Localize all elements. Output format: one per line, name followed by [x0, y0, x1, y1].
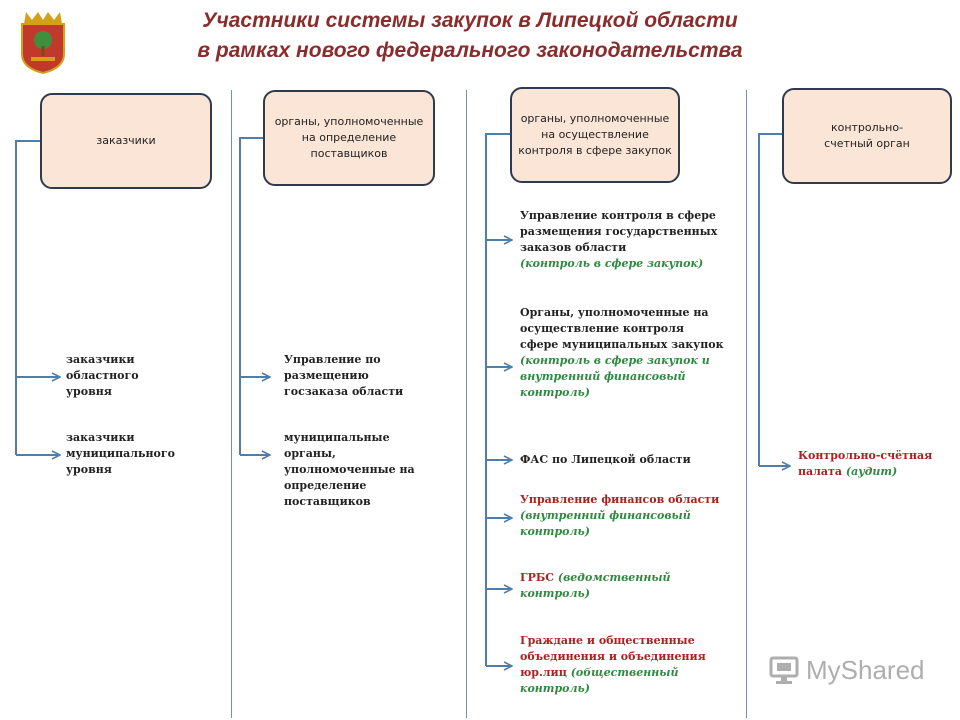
list-item-municipal-customers: заказчики муниципального уровня [66, 431, 175, 476]
list-item-municipal-authorized: муниципальные органы, уполномоченные на … [284, 431, 415, 508]
header-audit-body-label: контрольно-счетный орган [824, 121, 910, 150]
list-item-audit-chamber: Контрольно-счётная палата (аудит) [798, 449, 933, 478]
list-item-regional-customers: заказчики областного уровня [66, 353, 139, 398]
header-customers: заказчики [40, 93, 212, 189]
note-audit: (аудит) [845, 465, 898, 478]
column-divider-3 [746, 90, 747, 718]
watermark-text: MyShared [806, 654, 925, 685]
connector-col4-trunk [758, 133, 782, 466]
note-control-and-internal: (контроль в сфере закупок и внутренний ф… [520, 354, 710, 399]
list-item-fas: ФАС по Липецкой области [520, 453, 691, 466]
list-item-public-associations: Граждане и общественные объединения и об… [520, 634, 706, 695]
connector-col1-trunk [15, 140, 40, 455]
list-item-procurement-department: Управление по размещению госзаказа облас… [284, 353, 404, 398]
title-line-1: Участники системы закупок в Липецкой обл… [202, 9, 738, 32]
myshared-logo-icon [769, 656, 799, 684]
note-internal-financial: (внутренний финансовый контроль) [520, 509, 691, 538]
header-customers-label: заказчики [96, 134, 156, 147]
list-item-municipal-control: Органы, уполномоченные на осуществление … [520, 306, 724, 399]
note-public-control: (общественный контроль) [520, 666, 679, 695]
lipetsk-coat-of-arms-icon [21, 12, 65, 74]
header-audit-body: контрольно-счетный орган [782, 88, 952, 184]
list-item-grbs: ГРБС (ведомственный контроль) [520, 571, 671, 600]
title-line-2: в рамках нового федерального законодател… [197, 39, 743, 62]
note-procurement-control: (контроль в сфере закупок) [520, 257, 704, 270]
list-item-control-department: Управление контроля в сфере размещения г… [520, 209, 718, 270]
header-authorized-bodies-label: органы, уполномоченные на определение по… [274, 115, 424, 160]
watermark: MyShared [768, 654, 925, 686]
page-title: Участники системы закупок в Липецкой обл… [100, 6, 840, 66]
header-control-bodies: органы, уполномоченные на осуществление … [510, 87, 680, 183]
connector-col2-trunk [239, 137, 263, 455]
column-divider-1 [231, 90, 232, 718]
column-divider-2 [466, 90, 467, 718]
list-item-finance-department: Управление финансов области (внутренний … [520, 493, 720, 538]
header-authorized-bodies: органы, уполномоченные на определение по… [263, 90, 435, 186]
connector-col3-trunk [485, 133, 510, 666]
header-control-bodies-label: органы, уполномоченные на осуществление … [518, 112, 672, 157]
note-departmental-control: (ведомственный контроль) [520, 571, 671, 600]
